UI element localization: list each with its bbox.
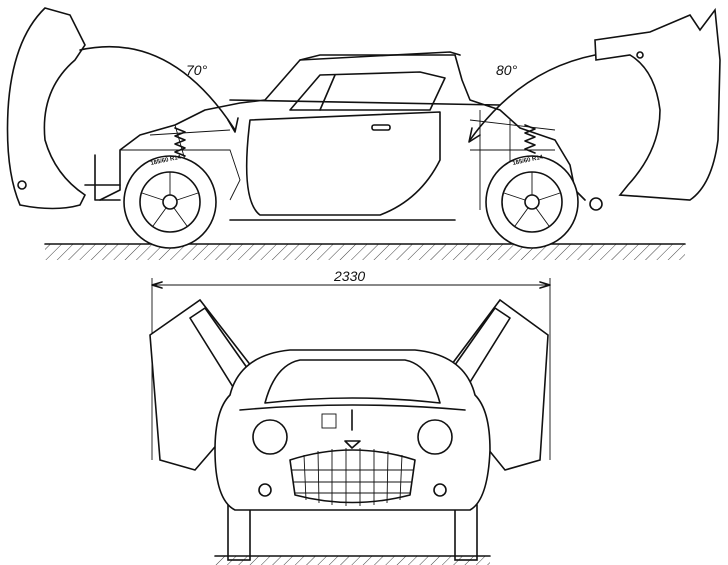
tow-hook [589,197,603,211]
floor-hatch [215,556,490,565]
ground-hatch [45,244,685,260]
lift-pillar-left [227,504,251,561]
side-window [289,71,446,111]
lift-pillar-right [454,504,478,561]
front-wheel [123,155,217,249]
open-hood [6,7,87,210]
width-dimension-label: 2330 [333,268,365,284]
dimension-arrow-right [539,281,551,289]
open-trunk [594,7,721,201]
trunk-angle-label: 80° [496,62,518,78]
badge [344,440,361,449]
fog-light-left [258,483,272,497]
hood-vent-left [321,413,337,429]
roof [299,51,461,61]
hood-headlight [17,180,27,190]
grille [289,449,416,504]
trunk-light [636,51,644,59]
front-bumper-bracket [84,154,121,201]
trunk-angle-arrow [468,127,481,143]
door-handle [371,124,391,131]
dimension-arrow-left [151,281,163,289]
trunk-angle-arc [469,54,596,141]
headlight-left [252,419,288,455]
rear-spring [524,124,536,154]
hood-line [239,404,466,411]
hood-angle-arc [79,46,236,131]
side-view: 185/60 R14 185/60 R14 70° 80° [6,7,721,260]
grille-mesh [292,448,413,506]
hood-angle-label: 70° [186,62,208,78]
windshield [264,359,441,404]
hood-angle-arrow [227,117,239,133]
front-view: 2330 [149,268,551,565]
headlight-right [417,419,453,455]
fog-light-right [433,483,447,497]
front-spring [174,127,186,157]
door-outline [245,111,441,216]
rear-wheel [485,155,579,249]
rear-frame [469,110,556,210]
b-pillar [319,74,336,111]
